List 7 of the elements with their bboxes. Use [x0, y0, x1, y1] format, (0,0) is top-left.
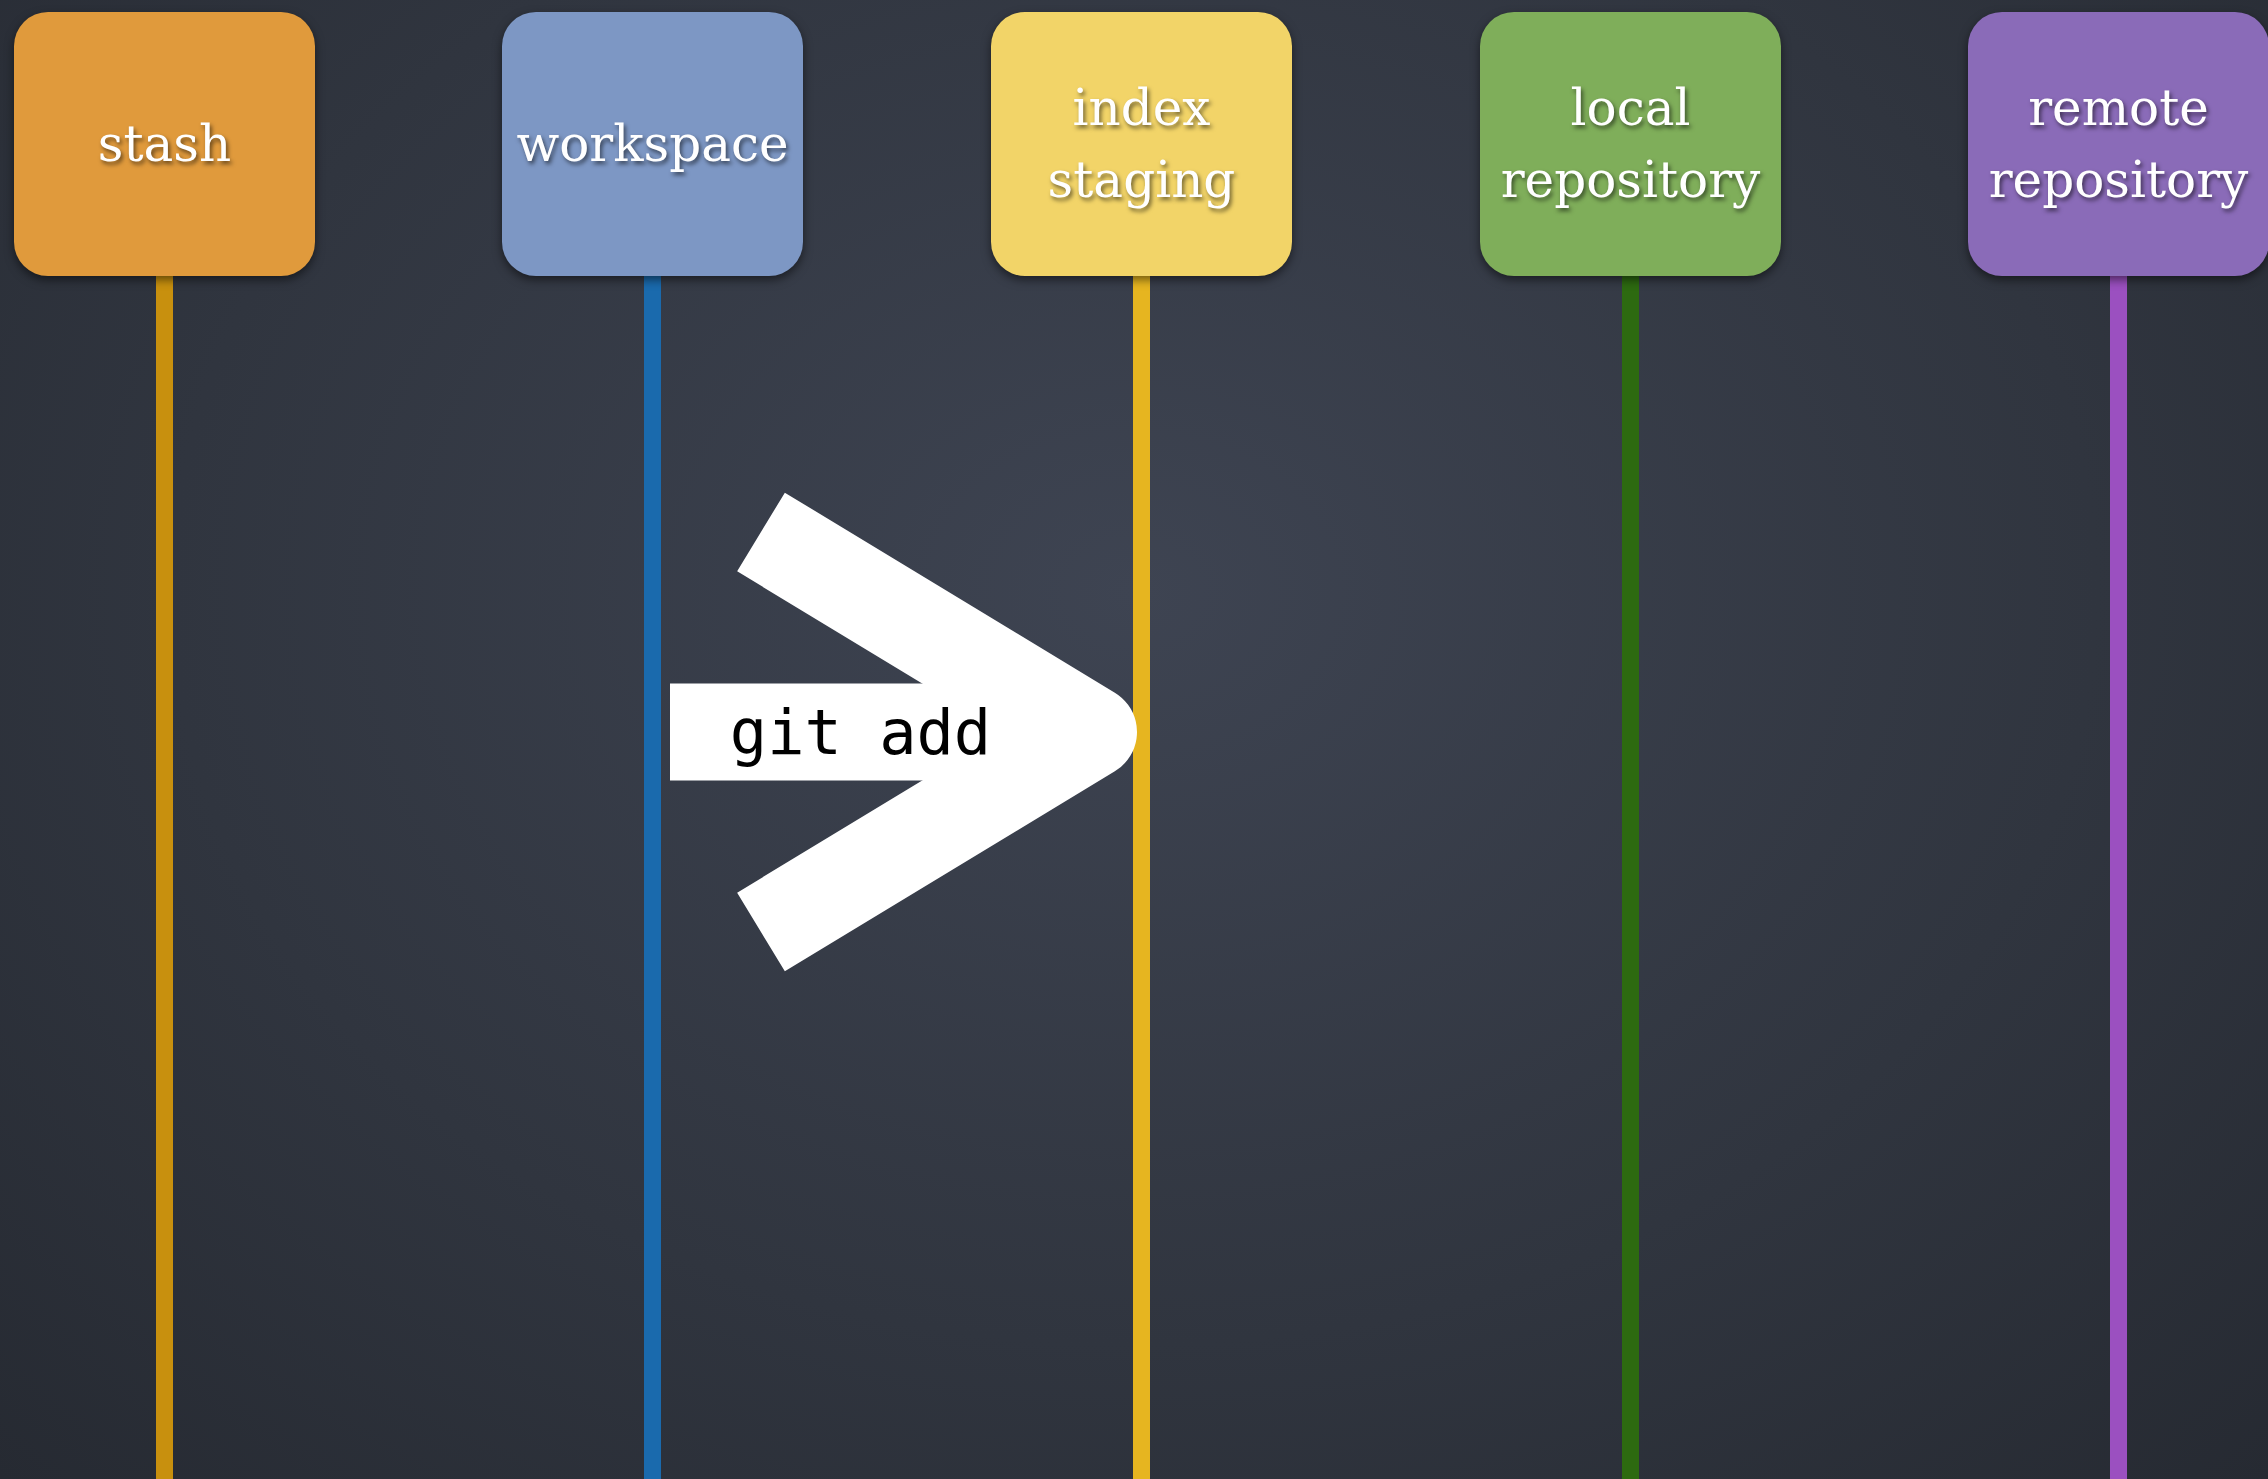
participant-name: index staging [1046, 77, 1237, 211]
participant-lifeline-drawing [1968, 12, 2268, 1479]
participant-name: remote repository [1987, 77, 2250, 211]
participant-name: local repository [1499, 77, 1762, 211]
participant-name: workspace [515, 113, 790, 175]
participant-name: stash [96, 113, 233, 175]
edge-label: git add [729, 695, 992, 769]
